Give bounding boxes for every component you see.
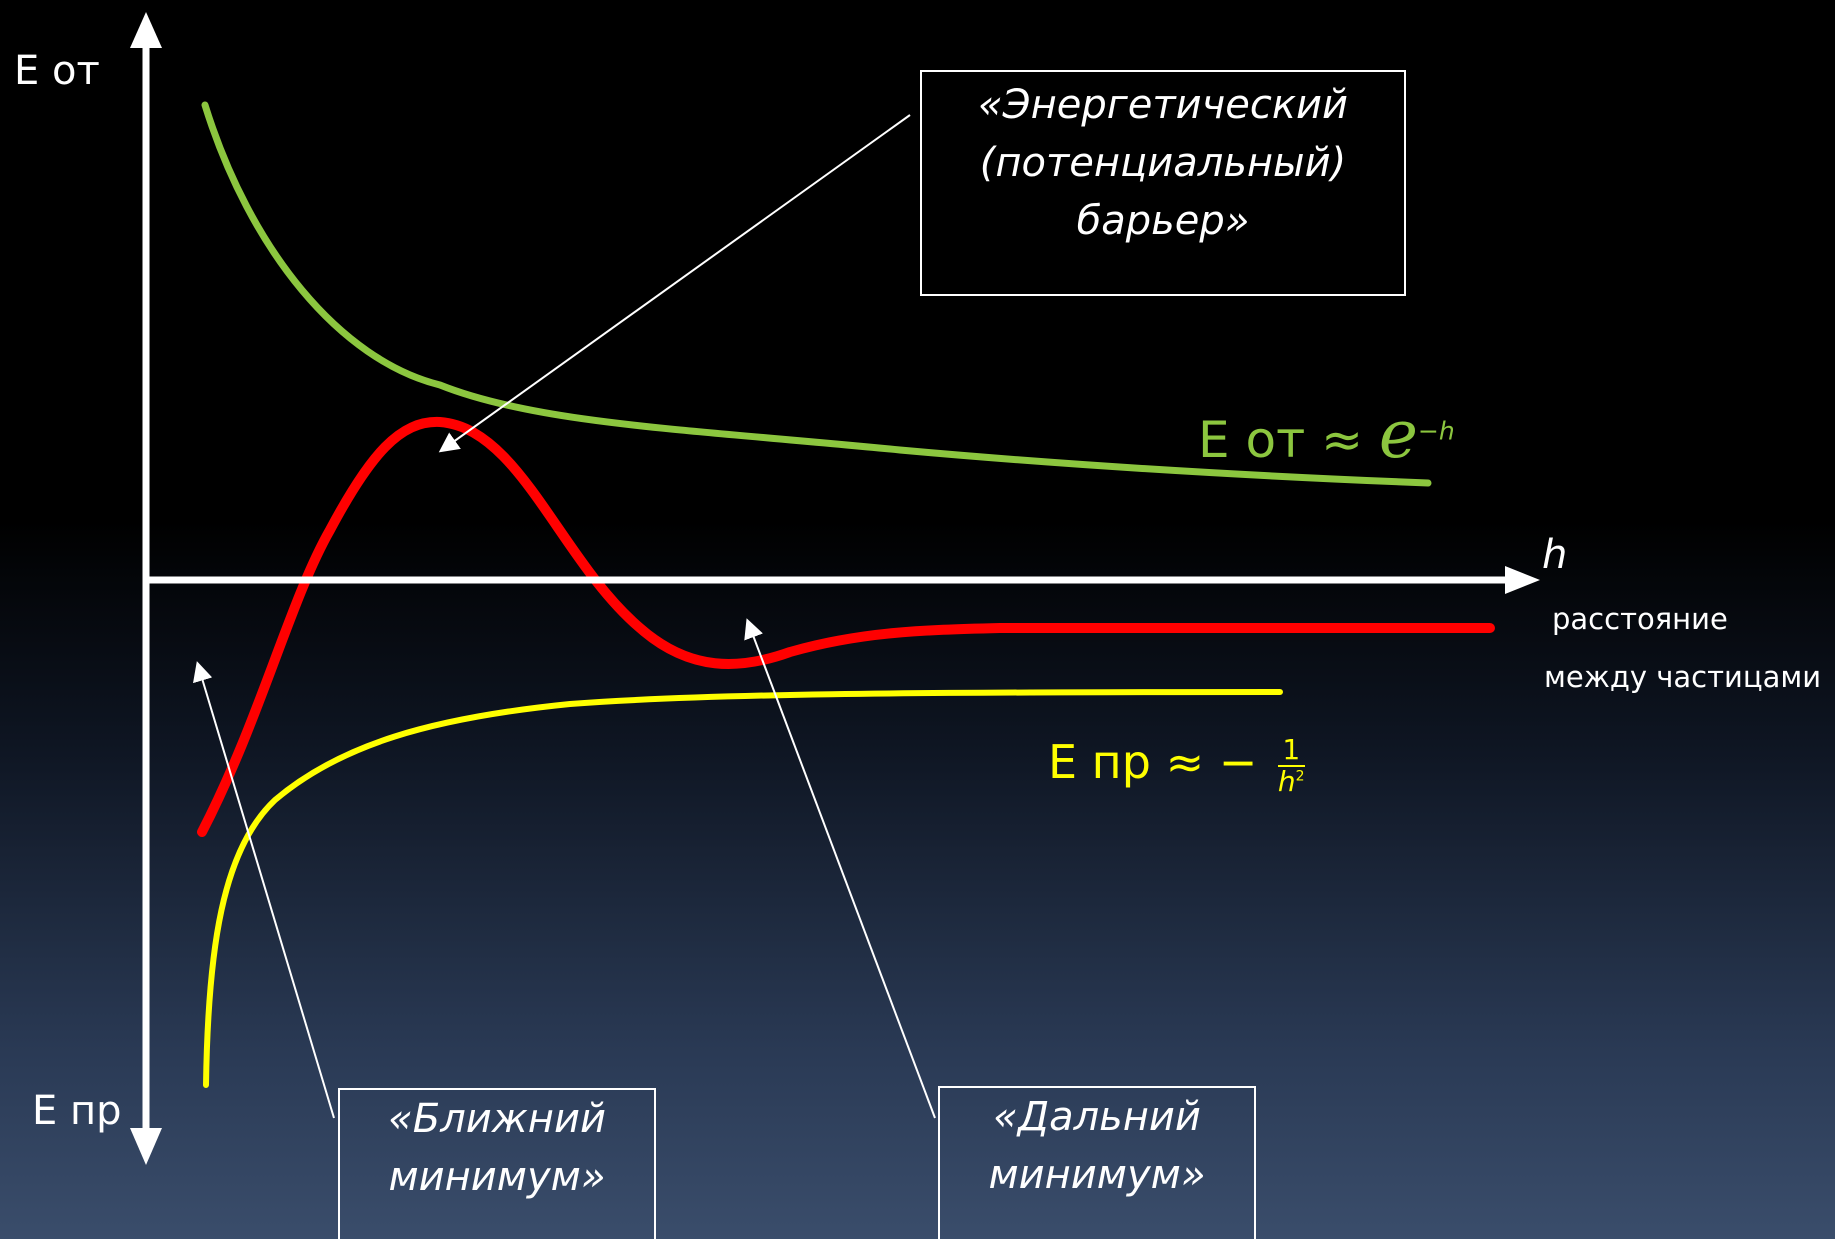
repulsion-formula-exp: −h [1417,416,1455,446]
near-min-line2: минимум» [388,1154,606,1200]
attraction-curve [203,689,1283,1088]
y-axis-top-label: E от [14,48,100,94]
barrier-line1: «Энергетический [977,82,1349,128]
barrier-annotation-box: «Энергетический (потенциальный) барьер» [920,70,1406,296]
barrier-line3: барьер» [1076,198,1250,244]
x-axis-caption-line1: расстояние [1552,602,1728,636]
vertical-axis-arrow-up [130,12,162,48]
x-axis-caption-line2: между частицами [1544,660,1822,694]
far-min-line1: «Дальний [993,1094,1201,1140]
repulsion-formula-base: e [1378,396,1418,473]
barrier-line2: (потенциальный) [979,140,1347,186]
resultant-curve [197,416,1495,837]
vertical-axis-arrow-down [130,1128,162,1165]
far-minimum-annotation-box: «Дальний минимум» [938,1086,1256,1239]
repulsion-curve [201,101,1432,487]
near-min-pointer [193,661,335,1119]
barrier-pointer [438,114,911,453]
far-min-pointer [744,618,936,1119]
repulsion-formula: E от ≈ e−h [1198,396,1455,473]
x-axis-label: h [1542,532,1568,578]
repulsion-formula-prefix: E от ≈ [1198,411,1363,469]
near-minimum-annotation-box: «Ближний минимум» [338,1088,656,1239]
attraction-formula-fraction: 1 h2 [1277,735,1305,798]
attraction-formula-prefix: E пр ≈ − [1048,735,1258,789]
near-min-line1: «Ближний [388,1096,606,1142]
attraction-formula-numerator: 1 [1277,735,1305,767]
horizontal-axis-arrow [1505,566,1540,594]
attraction-formula: E пр ≈ − 1 h2 [1048,735,1305,796]
y-axis-bottom-label: E пр [32,1088,122,1134]
attraction-formula-denominator: h [1277,764,1296,798]
far-min-line2: минимум» [988,1152,1206,1198]
attraction-formula-denominator-exp: 2 [1295,768,1305,785]
